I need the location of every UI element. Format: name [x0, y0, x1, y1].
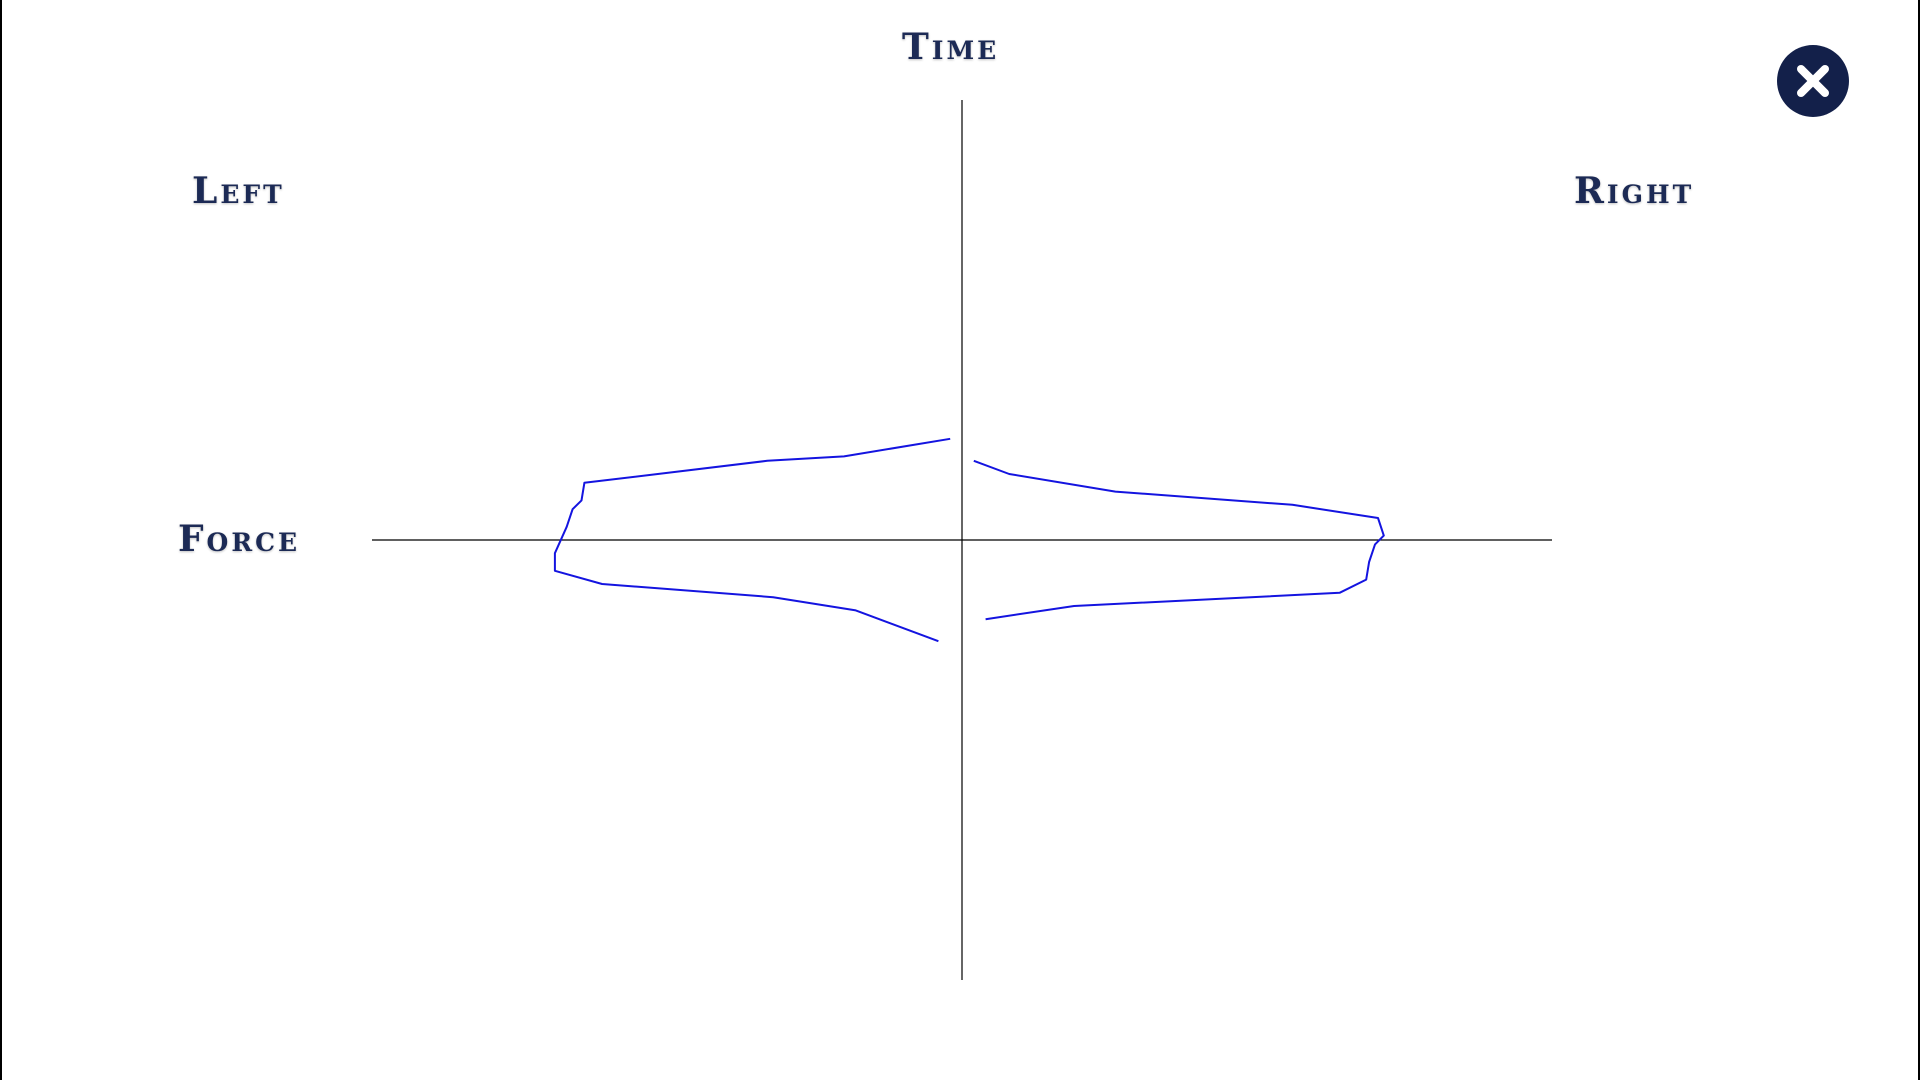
left-force-trace — [553, 437, 951, 643]
left-direction-label: Left — [192, 170, 285, 212]
close-button[interactable] — [1777, 45, 1849, 117]
right-direction-label: Right — [1574, 170, 1695, 212]
time-axis-label: Time — [902, 26, 1000, 68]
trace-group — [553, 437, 1385, 643]
close-icon — [1777, 45, 1849, 117]
right-force-trace — [973, 459, 1385, 621]
force-axis-label: Force — [178, 518, 301, 560]
